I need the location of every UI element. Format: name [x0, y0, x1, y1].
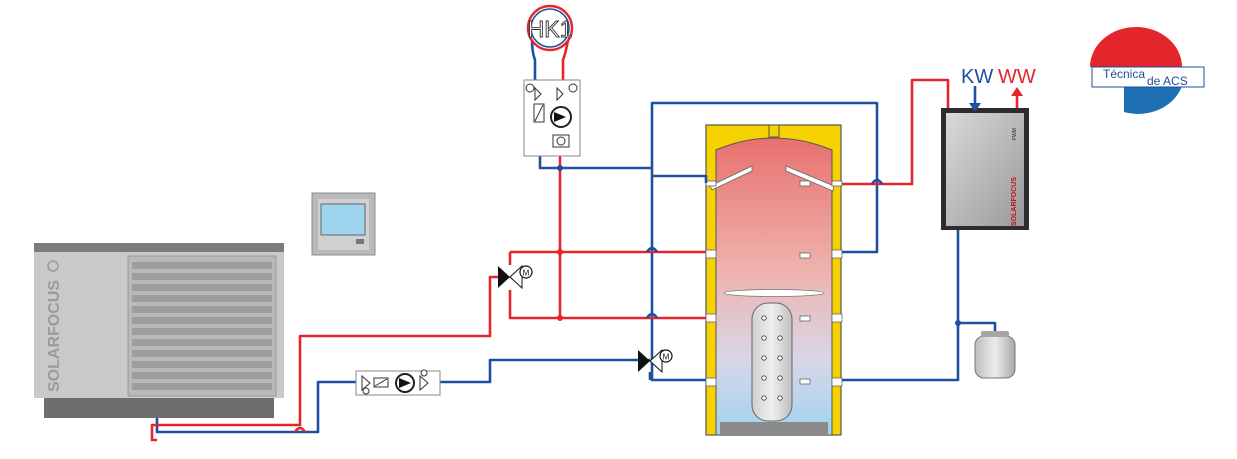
- expansion-vessel: [974, 331, 1016, 379]
- thermometer-icon-left: [525, 83, 535, 93]
- hot-pipes: [150, 39, 1019, 442]
- controller-display: [320, 203, 366, 236]
- tank-ports: [705, 180, 843, 387]
- ball-valve-icon: [419, 374, 429, 392]
- heat-pump-base: [44, 398, 274, 418]
- pipe-hk1-return-top: [530, 39, 537, 80]
- buffer-tank: [705, 124, 843, 436]
- pipe-hp-pump-to-valve: [440, 358, 650, 384]
- tank-top-port: [768, 124, 780, 138]
- hk1-pump-group: [523, 79, 581, 157]
- pipe-crossings: [293, 178, 884, 433]
- tecnica-acs-badge: Técnica de ACS: [1090, 27, 1205, 114]
- three-way-valve-upper: M: [498, 264, 533, 290]
- cold-pipes: [155, 39, 997, 434]
- pump-arrow-icon: [399, 378, 411, 388]
- badge-label-box: [1091, 66, 1205, 88]
- stratification-plate: [723, 289, 825, 297]
- sensor-wells: [799, 180, 811, 385]
- pipe-hp-return: [155, 380, 356, 434]
- pipe-top-left-port: [652, 174, 708, 183]
- room-controller: [311, 192, 376, 256]
- controller-button: [356, 239, 364, 244]
- thermometer-icon: [362, 387, 370, 395]
- ball-valve-icon-right: [556, 86, 564, 102]
- pipe-top-loop: [650, 101, 879, 254]
- fwm-cover: [946, 113, 1024, 226]
- fwm-brand: SOLARFOCUS: [1011, 177, 1018, 226]
- coil-dots: [761, 315, 783, 401]
- heat-pump-top: [34, 243, 284, 252]
- mixing-valve-icon: [552, 134, 570, 148]
- svg-text:M: M: [663, 353, 670, 362]
- hp-pump-group: [355, 369, 441, 396]
- heat-pump-brand: SOLARFOCUS: [46, 280, 63, 392]
- three-way-valve-lower: M: [638, 348, 673, 374]
- ball-valve-icon: [361, 374, 371, 392]
- tank-base: [720, 422, 828, 436]
- kw-label: KW: [961, 66, 993, 88]
- tank-body: [715, 137, 833, 436]
- valve-motor-icon: [519, 265, 533, 279]
- heat-exchanger-coil: [751, 302, 793, 422]
- fresh-water-station: FWM SOLARFOCUS: [941, 108, 1029, 230]
- badge-line2: de ACS: [1147, 74, 1188, 88]
- thermometer-icon-right: [568, 83, 578, 93]
- badge-line1: Técnica: [1103, 67, 1145, 81]
- ww-label: WW: [998, 66, 1036, 88]
- pipe-coil-out: [842, 323, 960, 382]
- badge-bottom-half: [1124, 86, 1182, 114]
- brand-logo-icon: [47, 260, 59, 272]
- svg-text:M: M: [523, 269, 530, 278]
- ww-arrow-icon: [1011, 87, 1023, 96]
- junction-dots: [557, 165, 961, 326]
- thermometer-icon: [420, 369, 428, 377]
- hk1-ring-inner: [530, 8, 570, 48]
- kw-arrow-icon: [969, 103, 981, 112]
- deflector-left: [709, 165, 753, 191]
- ball-valve-icon-left: [534, 86, 542, 102]
- pipe-dhw-to-fwm: [842, 78, 950, 186]
- fwm-model: FWM: [1012, 128, 1018, 140]
- heating-circuit-hk1: HK1: [526, 4, 574, 52]
- heat-pump-unit: SOLARFOCUS: [34, 243, 284, 418]
- pipe-mid-port: [508, 290, 706, 320]
- deflector-right: [785, 165, 835, 192]
- pipe-left-collector: [650, 168, 706, 382]
- valve-motor-icon: [659, 349, 673, 363]
- grille-louvers: [132, 262, 272, 390]
- hk1-label: HK1: [528, 16, 573, 42]
- pipe-hp-flow: [150, 275, 500, 442]
- pump-arrow-icon: [554, 112, 566, 122]
- badge-top-half: [1090, 27, 1182, 67]
